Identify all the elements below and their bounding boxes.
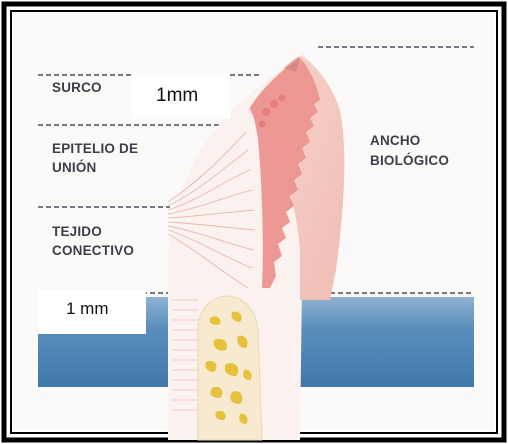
measure-box-top: 1mm [132,73,230,119]
label-ancho-line2: BIOLÓGICO [370,151,449,171]
label-epitelio-line2: UNIÓN [52,158,97,178]
label-tejido-line1: TEJIDO [52,222,102,242]
label-surco: SURCO [52,78,102,98]
measure-box-bottom: 1 mm [38,290,146,334]
label-ancho-line1: ANCHO [370,131,421,151]
label-tejido-line2: CONECTIVO [52,241,134,261]
label-epitelio-line1: EPITELIO DE [52,139,138,159]
